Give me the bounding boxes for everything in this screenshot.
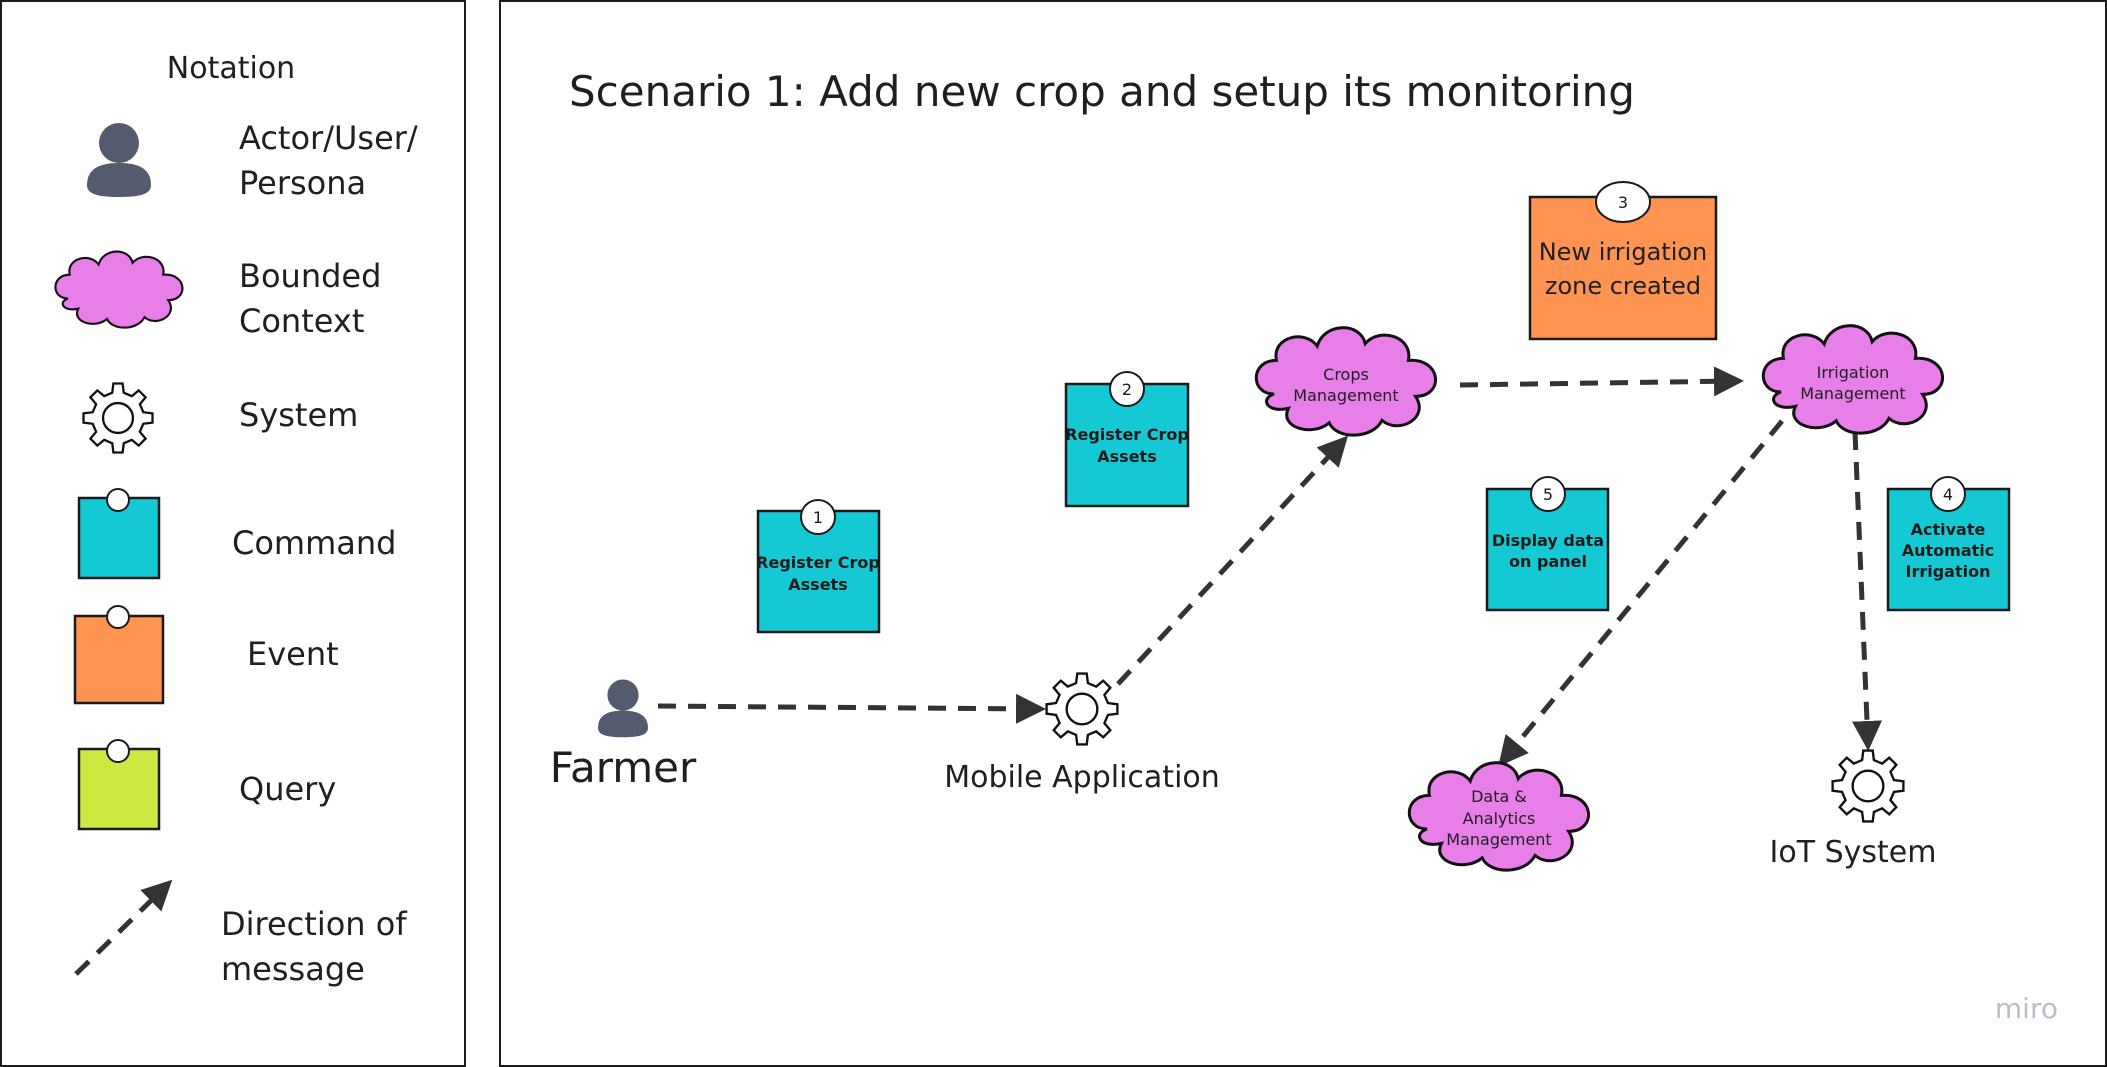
crops-management-label-1: Crops (1323, 365, 1369, 384)
notation-direction-label-1: Direction of (221, 905, 407, 943)
event-3-sticky (1528, 181, 1718, 341)
notation-actor-label-2: Persona (239, 164, 366, 202)
command-5-number: 5 (1543, 485, 1553, 504)
command-4-label-2: Automatic (1902, 541, 1995, 560)
event-3-label-1: New irrigation (1539, 238, 1708, 266)
iot-system-gear-icon (1831, 749, 1905, 823)
command-2-label-2: Assets (1097, 447, 1156, 466)
command-4-sticky (1886, 476, 2011, 612)
data-analytics-label-2: Analytics (1463, 809, 1536, 828)
event-3-label-2: zone created (1545, 272, 1701, 300)
irrigation-management-label-1: Irrigation (1817, 363, 1890, 382)
command-5-label-2: on panel (1509, 552, 1587, 571)
arrow-mobile-to-crops (1116, 435, 1349, 686)
notation-event-icon (73, 605, 165, 705)
command-2-label-1: Register Crop (1065, 425, 1189, 444)
mobile-app-gear-icon (1045, 672, 1119, 746)
notation-actor-label-1: Actor/User/ (239, 119, 418, 157)
command-4-label-3: Irrigation (1906, 562, 1991, 581)
scenario-panel (499, 0, 2107, 1067)
notation-command-icon (77, 488, 161, 580)
command-2-sticky (1064, 371, 1190, 508)
command-4-number: 4 (1943, 485, 1953, 504)
notation-query-label: Query (239, 770, 336, 808)
farmer-label: Farmer (550, 743, 697, 792)
command-1-label-1: Register Crop (756, 553, 880, 572)
command-4-label-1: Activate (1911, 520, 1986, 539)
notation-system-label: System (239, 396, 358, 434)
notation-bounded-context-label-2: Context (239, 302, 364, 340)
notation-query-icon (77, 739, 161, 831)
arrow-farmer-to-mobile (657, 693, 1046, 724)
irrigation-management-label-2: Management (1800, 384, 1905, 403)
command-5-sticky (1485, 476, 1610, 612)
notation-system-icon (82, 382, 154, 454)
command-1-number: 1 (813, 508, 823, 527)
notation-event-label: Event (247, 635, 339, 673)
mobile-app-label: Mobile Application (944, 760, 1220, 795)
notation-direction-arrow (74, 879, 173, 976)
notation-command-label: Command (232, 524, 396, 562)
scenario-title: Scenario 1: Add new crop and setup its m… (569, 67, 1635, 116)
notation-title: Notation (167, 51, 295, 86)
command-2-number: 2 (1122, 380, 1132, 399)
command-1-sticky (756, 499, 881, 634)
command-5-label-1: Display data (1492, 531, 1604, 550)
arrow-irrigation-to-data (1498, 419, 1784, 767)
iot-system-label: IoT System (1770, 835, 1937, 870)
command-1-label-2: Assets (788, 575, 847, 594)
crops-management-label-2: Management (1293, 386, 1398, 405)
data-analytics-label-3: Management (1446, 830, 1551, 849)
notation-direction-label-2: message (221, 950, 365, 988)
data-analytics-label-1: Data & (1471, 787, 1527, 806)
arrow-irrigation-to-iot (1852, 431, 1882, 751)
arrow-crops-to-irrigation (1459, 366, 1744, 397)
notation-bounded-context-label-1: Bounded (239, 257, 381, 295)
event-3-number: 3 (1618, 193, 1628, 212)
miro-logo-text: miro (1995, 992, 2058, 1025)
